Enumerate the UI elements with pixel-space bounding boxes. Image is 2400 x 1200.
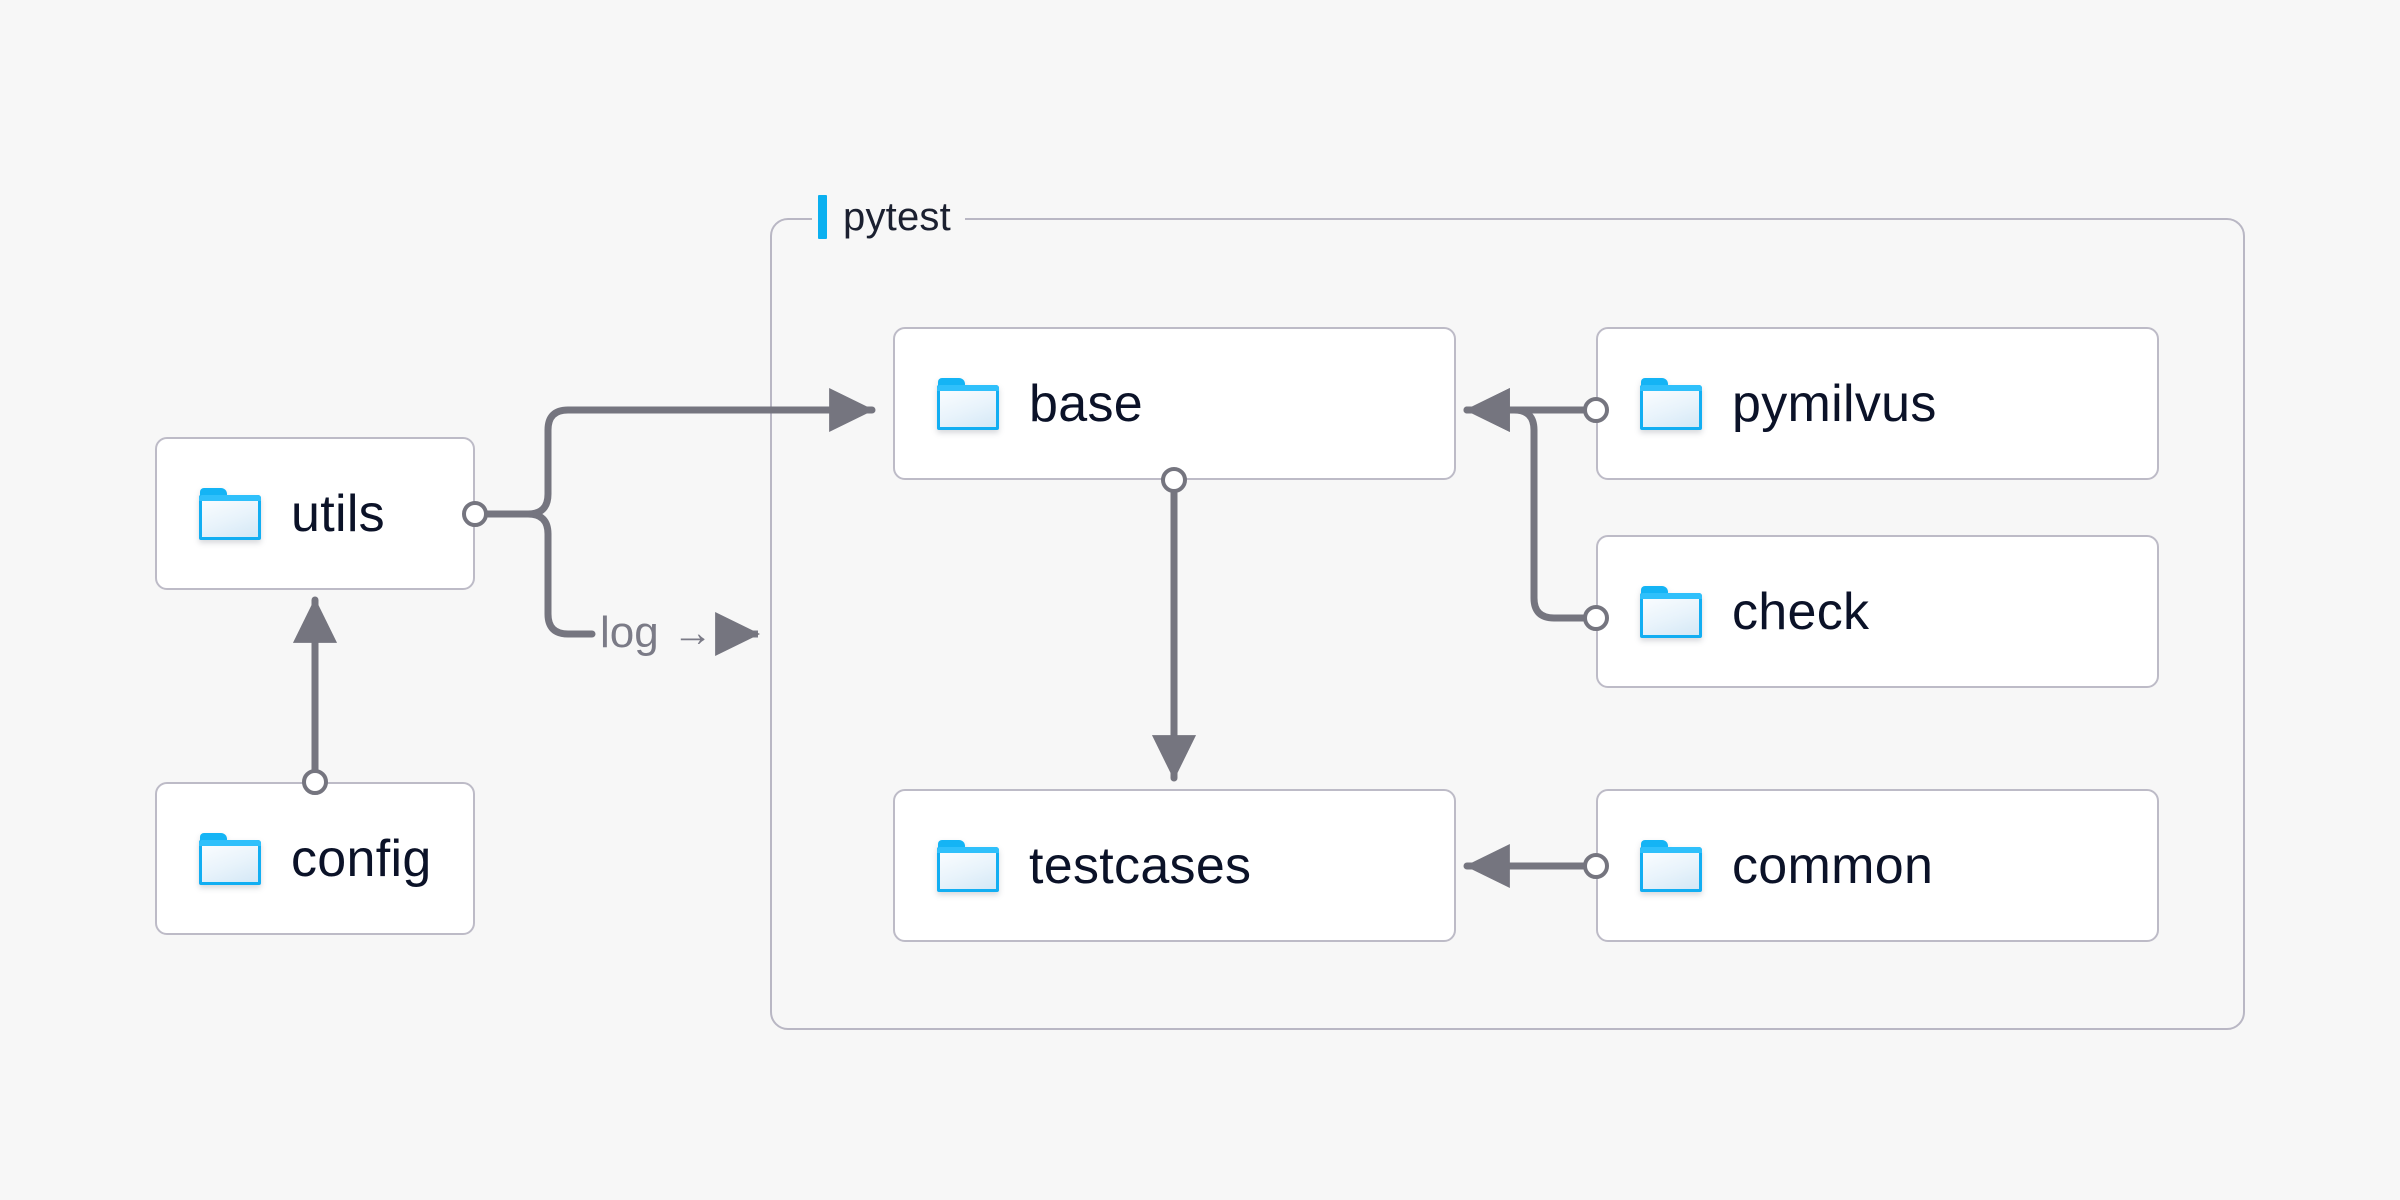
node-label-config: config bbox=[291, 829, 432, 888]
port-pymilvus-left[interactable] bbox=[1583, 397, 1609, 423]
node-base[interactable]: base bbox=[893, 327, 1456, 480]
folder-icon bbox=[937, 839, 999, 892]
folder-icon bbox=[937, 377, 999, 430]
edge-label-log: log → bbox=[600, 608, 713, 658]
edge-label-log-text: log bbox=[600, 608, 659, 657]
group-container-pytest bbox=[770, 218, 2245, 1030]
arrow-right-icon: → bbox=[672, 611, 713, 655]
port-base-bottom[interactable] bbox=[1161, 467, 1187, 493]
group-label-pytest: pytest bbox=[812, 190, 965, 244]
folder-icon bbox=[199, 832, 261, 885]
port-common-left[interactable] bbox=[1583, 853, 1609, 879]
folder-icon bbox=[1640, 839, 1702, 892]
node-check[interactable]: check bbox=[1596, 535, 2159, 688]
folder-icon bbox=[1640, 377, 1702, 430]
node-label-common: common bbox=[1732, 836, 1934, 895]
node-label-testcases: testcases bbox=[1029, 836, 1252, 895]
folder-icon bbox=[1640, 585, 1702, 638]
node-label-utils: utils bbox=[291, 484, 385, 543]
node-pymilvus[interactable]: pymilvus bbox=[1596, 327, 2159, 480]
node-label-check: check bbox=[1732, 582, 1870, 641]
node-label-base: base bbox=[1029, 374, 1143, 433]
group-title: pytest bbox=[843, 194, 951, 239]
node-testcases[interactable]: testcases bbox=[893, 789, 1456, 942]
port-utils-right[interactable] bbox=[462, 501, 488, 527]
accent-bar-icon bbox=[818, 195, 827, 239]
node-config[interactable]: config bbox=[155, 782, 475, 935]
node-common[interactable]: common bbox=[1596, 789, 2159, 942]
port-check-left[interactable] bbox=[1583, 605, 1609, 631]
edge-utils-log bbox=[484, 510, 596, 638]
port-config-top[interactable] bbox=[302, 769, 328, 795]
node-utils[interactable]: utils bbox=[155, 437, 475, 590]
node-label-pymilvus: pymilvus bbox=[1732, 374, 1937, 433]
folder-icon bbox=[199, 487, 261, 540]
